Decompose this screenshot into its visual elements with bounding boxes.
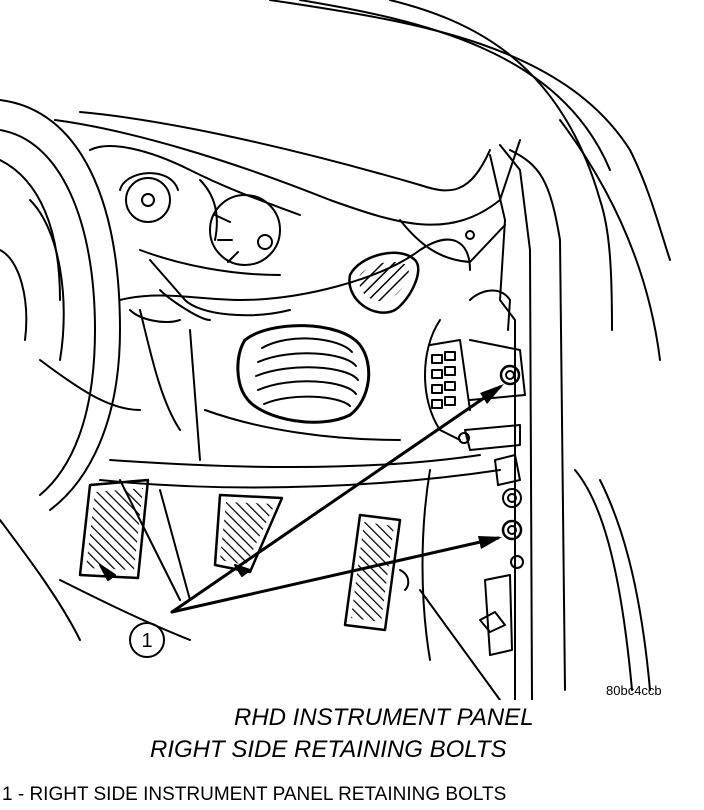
- figure-reference-code: 80bc4ccb: [606, 683, 662, 698]
- center-air-vent: [236, 324, 371, 424]
- instrument-cluster: [89, 145, 301, 317]
- callout-arrowheads: [478, 384, 504, 549]
- callout-leaders: [170, 385, 502, 614]
- windshield-lines: [269, 0, 671, 361]
- lower-bracket: [479, 574, 513, 656]
- steering-wheel: [0, 99, 141, 511]
- retaining-bolt-upper: [499, 364, 521, 386]
- figure-title-line-1: RHD INSTRUMENT PANEL: [234, 704, 534, 731]
- pedal-accelerator: [343, 513, 410, 632]
- dash-top-pad: [54, 111, 521, 263]
- dash-body: [99, 238, 501, 489]
- instrument-panel-illustration: 1: [0, 0, 671, 700]
- callout-1-number: 1: [141, 630, 152, 652]
- upper-vent: [348, 251, 420, 314]
- legend-item-1: 1 - RIGHT SIDE INSTRUMENT PANEL RETAININ…: [2, 784, 507, 805]
- figure-title-line-2: RIGHT SIDE RETAINING BOLTS: [150, 736, 507, 763]
- pedal-left: [78, 478, 150, 581]
- fuse-panel-area: [424, 230, 526, 451]
- retaining-bolt-lower: [494, 454, 524, 569]
- callout-1: 1: [129, 622, 165, 658]
- pedal-middle: [213, 493, 284, 577]
- floor-lines: [0, 469, 501, 700]
- right-end-panel: [489, 144, 651, 700]
